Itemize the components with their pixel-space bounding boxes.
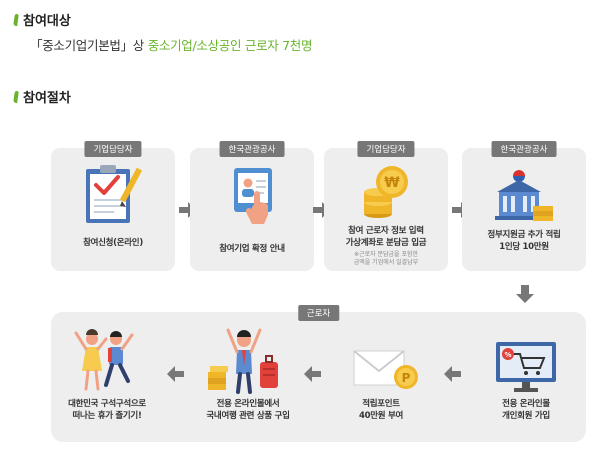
bottom-label-line2: 40만원 부여	[359, 411, 403, 421]
section-title-procedure-text: 참여절차	[23, 91, 71, 106]
target-desc-prefix: 「중소기업기본법」상	[30, 38, 148, 53]
won-symbol: ₩	[384, 175, 400, 191]
step-label-line1: 참여 근로자 정보 입력	[348, 226, 424, 236]
arrow-left-icon	[444, 366, 461, 382]
happy-travelers-icon	[74, 329, 134, 391]
clipboard-check-icon	[86, 165, 142, 223]
sale-symbol: %	[504, 351, 511, 359]
profile-card-icon	[234, 168, 272, 224]
bottom-label-line1: 적립포인트	[362, 399, 400, 409]
worker-tag: 근로자	[297, 305, 340, 321]
step-tag: 기업담당자	[357, 141, 415, 157]
section-title-target-text: 참여대상	[23, 14, 71, 29]
government-building-icon	[495, 170, 553, 221]
bottom-label-line1: 대한민국 구석구석으로	[68, 399, 146, 409]
bottom-label-line2: 국내여행 관련 상품 구입	[206, 411, 290, 421]
step-label: 참여기업 확정 안내	[219, 244, 285, 254]
step-label-line2: 1인당 10만원	[499, 242, 549, 252]
bottom-label-line1: 전용 온라인몰	[502, 399, 550, 409]
step-note-line2: 금액을 기업에서 일괄납부	[353, 259, 419, 266]
target-desc-highlight: 중소기업/소상공인 근로자 7천명	[147, 38, 313, 53]
step-card-apply: 기업담당자 참여신청(온라인)	[51, 141, 175, 271]
point-symbol: P	[402, 371, 411, 385]
envelope-point-icon: P	[353, 350, 418, 389]
target-description: 「중소기업기본법」상 중소기업/소상공인 근로자 7천명	[30, 35, 313, 54]
section-title-target: 참여대상	[13, 10, 71, 29]
step-tag: 한국관광공사	[219, 141, 285, 157]
green-mark-icon	[13, 13, 19, 26]
step-label-line1: 정부지원금 추가 적립	[487, 230, 561, 240]
arrow-down-icon	[516, 285, 534, 303]
shopper-luggage-icon	[208, 328, 278, 394]
section-title-procedure: 참여절차	[13, 87, 71, 106]
step-tag: 기업담당자	[84, 141, 142, 157]
step-label: 참여신청(온라인)	[83, 238, 143, 248]
monitor-cart-icon: %	[496, 342, 556, 392]
step-card-subsidy: 한국관광공사 정부지원금 추가 적립 1인당 10만원	[462, 141, 586, 271]
step-card-confirm: 한국관광공사 참여기업 확정 안내	[190, 141, 314, 271]
bottom-label-line2: 떠나는 휴가 즐기기!	[72, 411, 142, 421]
step-tag: 한국관광공사	[491, 141, 557, 157]
green-mark-icon	[13, 90, 19, 103]
arrow-left-icon	[167, 366, 184, 382]
arrow-left-icon	[304, 366, 321, 382]
step-note-line1: ※근로자 분담금을 포함한	[353, 251, 419, 258]
step-label-line2: 가상계좌로 분담금 입금	[345, 238, 427, 248]
bottom-label-line1: 전용 온라인몰에서	[216, 399, 280, 409]
step-card-deposit: 기업담당자 ₩ 참여 근로자 정보 입력 가상계좌로 분담금 입금 ※근로자 분…	[324, 141, 448, 271]
bottom-label-line2: 개인회원 가입	[502, 411, 550, 421]
won-coin-icon: ₩	[364, 166, 408, 218]
